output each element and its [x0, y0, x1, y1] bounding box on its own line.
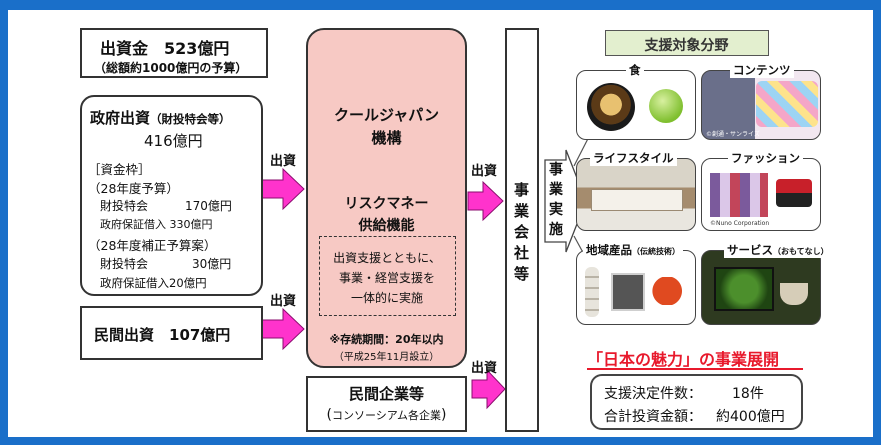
fy28-item-2: 政府保証借入 330億円 [100, 218, 213, 231]
gov-investment-box: 政府出資（財投特会等） 416億円 ［資金枠］ （28年度予算） 財投特会 17… [80, 95, 263, 296]
support-line-2: 事業・経営支援を [338, 271, 435, 285]
duration-note: ※存続期間：20年以内 [329, 333, 444, 346]
risk-money-2: 供給機能 [358, 218, 415, 234]
textile-image [710, 173, 768, 217]
capital-box: 出資金 523億円 （総額約1000億円の予算） [80, 28, 268, 78]
fy28-item-1-label: 財投特会 [100, 199, 149, 213]
invest-label-companies: 出資 [471, 361, 498, 376]
invest-arrow-companies [471, 368, 506, 410]
frame-bottom-bar [0, 437, 881, 445]
support-line-3: 一体的に実施 [350, 291, 423, 305]
field-card-food [576, 70, 696, 140]
field-label-food: 食 [626, 62, 644, 78]
supp-item-1-value: 30億円 [192, 257, 232, 271]
gov-title-note: （財投特会等） [150, 112, 231, 126]
field-label-contents: コンテンツ [730, 62, 794, 78]
funds-header: ［資金枠］ [88, 162, 151, 177]
field-label-regional-note: （伝統技術） [632, 247, 680, 256]
implement-arrow [544, 149, 587, 253]
cool-japan-fund-box: クールジャパン 機構 リスクマネー 供給機能 出資支援とともに、 事業・経営支援… [306, 28, 467, 368]
invest-label-private: 出資 [270, 294, 297, 309]
field-label-service: サービス（おもてなし） [724, 242, 832, 258]
teapot-image [651, 277, 687, 305]
field-card-lifestyle [576, 158, 696, 231]
cjf-name-2: 機構 [371, 129, 402, 147]
companies-sub-text: コンソーシアム各企業 [331, 409, 441, 422]
gov-title: 政府出資（財投特会等） [90, 107, 231, 128]
green-sweet-image [649, 89, 683, 123]
fy28-budget: （28年度予算） [88, 181, 179, 196]
vase-image [585, 267, 599, 317]
charm-underline [587, 368, 803, 370]
decision-count-value: 18件 [732, 386, 764, 402]
sandals-image [776, 179, 812, 207]
private-investment-box: 民間出資 107億円 [80, 306, 263, 360]
contents-credit: ©創通・サンライズ [706, 131, 760, 138]
field-card-fashion: ©Nuno Corporation [701, 158, 821, 231]
gov-title-text: 政府出資 [90, 109, 151, 127]
kitchen-image [591, 189, 683, 211]
invest-arrow-cjf [467, 180, 504, 222]
total-investment-label: 合計投資金額： [604, 409, 702, 425]
tea-cup-image [780, 283, 808, 305]
companies-sub: (コンソーシアム各企業) [326, 407, 447, 423]
ramen-bowl-image [587, 83, 635, 131]
capital-note: （総額約1000億円の予算） [94, 61, 248, 75]
field-label-lifestyle: ライフスタイル [590, 150, 677, 166]
business-entity-box: 事業会社等 [505, 28, 539, 432]
decision-count-label: 支援決定件数： [604, 386, 702, 402]
established-note: （平成25年11月設立） [333, 352, 440, 363]
support-fields-header: 支援対象分野 [605, 30, 769, 56]
stats-box: 支援決定件数： 18件 合計投資金額： 約400億円 [590, 374, 803, 430]
support-dotted-box: 出資支援とともに、 事業・経営支援を 一体的に実施 [319, 236, 456, 316]
invest-arrow-gov [261, 167, 305, 211]
fashion-credit: ©Nuno Corporation [710, 220, 770, 227]
implementation-label: 事業実施 [549, 162, 563, 238]
field-label-regional-text: 地域産品 [586, 243, 632, 257]
risk-money-1: リスクマネー [344, 196, 429, 212]
invest-arrow-private [261, 307, 305, 351]
charm-of-japan-headline: 「日本の魅力」の事業展開 [587, 350, 780, 369]
invest-label-gov: 出資 [270, 154, 297, 169]
field-card-regional [576, 250, 696, 325]
gov-amount: 416億円 [144, 132, 203, 150]
field-card-contents: ©創通・サンライズ [701, 70, 821, 140]
field-label-regional: 地域産品（伝統技術） [583, 242, 683, 258]
garden-view-image [714, 267, 774, 311]
fy28-supplementary: （28年度補正予算案） [88, 238, 217, 253]
field-label-service-note: （おもてなし） [773, 247, 829, 256]
private-companies-box: 民間企業等 (コンソーシアム各企業) [306, 376, 467, 432]
supp-item-1-label: 財投特会 [100, 257, 149, 271]
support-fields-header-text: 支援対象分野 [644, 38, 729, 54]
support-line-1: 出資支援とともに、 [333, 251, 441, 265]
lacquer-box-image [611, 273, 645, 311]
invest-label-cjf: 出資 [471, 164, 498, 179]
capital-title: 出資金 523億円 [100, 39, 230, 58]
field-label-fashion: ファッション [728, 150, 803, 166]
supp-item-2: 政府保証借入20億円 [100, 276, 207, 290]
fy28-item-1-value: 170億円 [185, 199, 232, 213]
total-investment-value: 約400億円 [716, 409, 785, 425]
cjf-name-1: クールジャパン [333, 106, 439, 124]
anime-character-image [756, 81, 818, 127]
companies-label: 民間企業等 [348, 385, 424, 403]
private-investment-label: 民間出資 107億円 [94, 326, 231, 344]
business-entity-label: 事業会社等 [514, 181, 530, 283]
field-label-service-text: サービス [727, 243, 773, 257]
field-card-service [701, 250, 821, 325]
